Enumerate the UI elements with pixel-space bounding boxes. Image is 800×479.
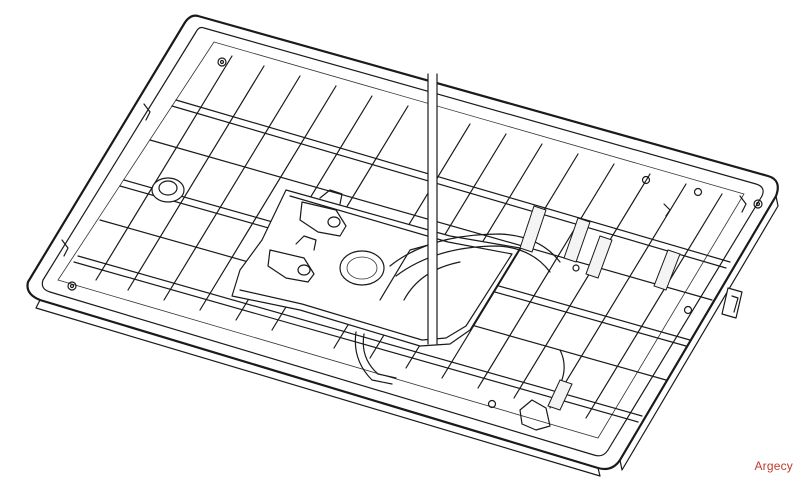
cable-channel: [354, 331, 565, 393]
mounting-bosses: [151, 177, 385, 286]
tray-floor-edge: [57, 41, 745, 439]
curved-guide: [379, 233, 561, 301]
partition-walls: [519, 205, 681, 411]
tray-right-lip: [619, 195, 779, 471]
snap-tabs: [61, 103, 747, 431]
rim-screw-holes: [67, 57, 763, 409]
cutaway-gap: [428, 74, 437, 344]
hinge-brackets: [267, 189, 347, 283]
right-edge-clip: [721, 287, 743, 319]
center-plate-ridge: [239, 195, 513, 341]
tray-front-lip: [35, 299, 601, 477]
tray-inner-rim: [41, 26, 764, 457]
watermark-text: Argecy: [754, 459, 793, 473]
boss-center: [339, 250, 385, 286]
